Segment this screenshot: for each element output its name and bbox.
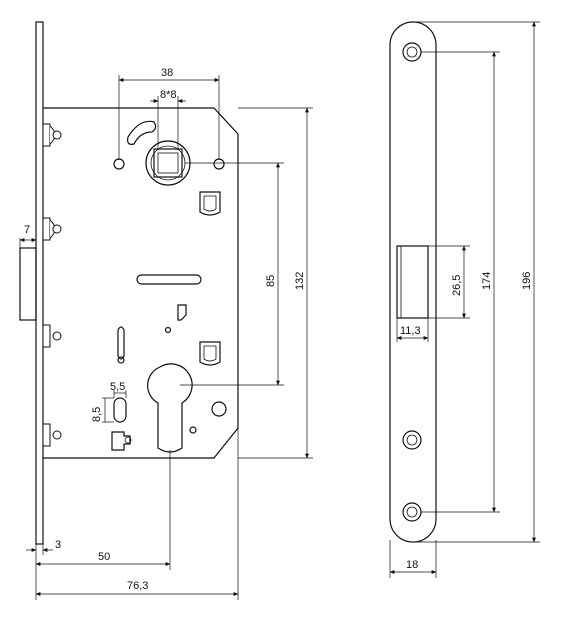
mounting-hole-right <box>213 158 225 170</box>
oblong-hole <box>211 401 227 417</box>
mounting-hole-mid <box>164 326 172 334</box>
strike-screw-bottom <box>402 502 422 522</box>
lock-body-dimensions: 38 8*8 85 132 7 5,5 8,5 <box>19 67 313 600</box>
latch-opening <box>396 245 429 319</box>
mounting-hole-low <box>189 426 197 434</box>
dim-132: 132 <box>294 272 306 290</box>
dim-8-5: 8,5 <box>91 407 103 422</box>
dim-76-3: 76,3 <box>127 580 148 592</box>
faceplate-screws <box>42 123 62 447</box>
d-cutout-upper <box>199 191 221 216</box>
dim-174: 174 <box>481 272 493 290</box>
dim-50: 50 <box>98 551 110 563</box>
dim-8x8: 8*8 <box>160 89 177 101</box>
latch-bolt <box>19 247 37 321</box>
dim-7: 7 <box>24 224 30 236</box>
dim-5-5: 5,5 <box>110 381 125 393</box>
horizontal-slot <box>136 274 202 285</box>
d-cutout-lower <box>199 341 221 366</box>
dim-85: 85 <box>265 275 277 287</box>
dim-26-5: 26,5 <box>451 275 463 296</box>
dim-18: 18 <box>406 559 418 571</box>
dim-196: 196 <box>521 272 533 290</box>
strike-screw-middle <box>402 430 422 450</box>
strike-screw-top <box>402 42 422 62</box>
tongue-part <box>111 431 131 451</box>
pin-slot <box>117 326 125 360</box>
cylinder-side-slot <box>113 397 127 423</box>
strike-plate-dimensions: 26,5 11,3 174 196 18 <box>389 21 540 578</box>
lock-case <box>43 107 239 459</box>
strike-plate-view <box>389 21 437 543</box>
cylinder-cutout <box>147 363 193 453</box>
small-cutout <box>177 304 187 321</box>
dim-11-3: 11,3 <box>400 325 421 337</box>
mounting-hole-left <box>113 158 125 170</box>
dim-3: 3 <box>55 539 61 551</box>
lock-body-view <box>19 21 239 545</box>
dim-38: 38 <box>161 67 173 79</box>
faceplate <box>35 21 44 545</box>
spindle-hub <box>145 140 191 186</box>
arc-slot <box>127 120 157 145</box>
